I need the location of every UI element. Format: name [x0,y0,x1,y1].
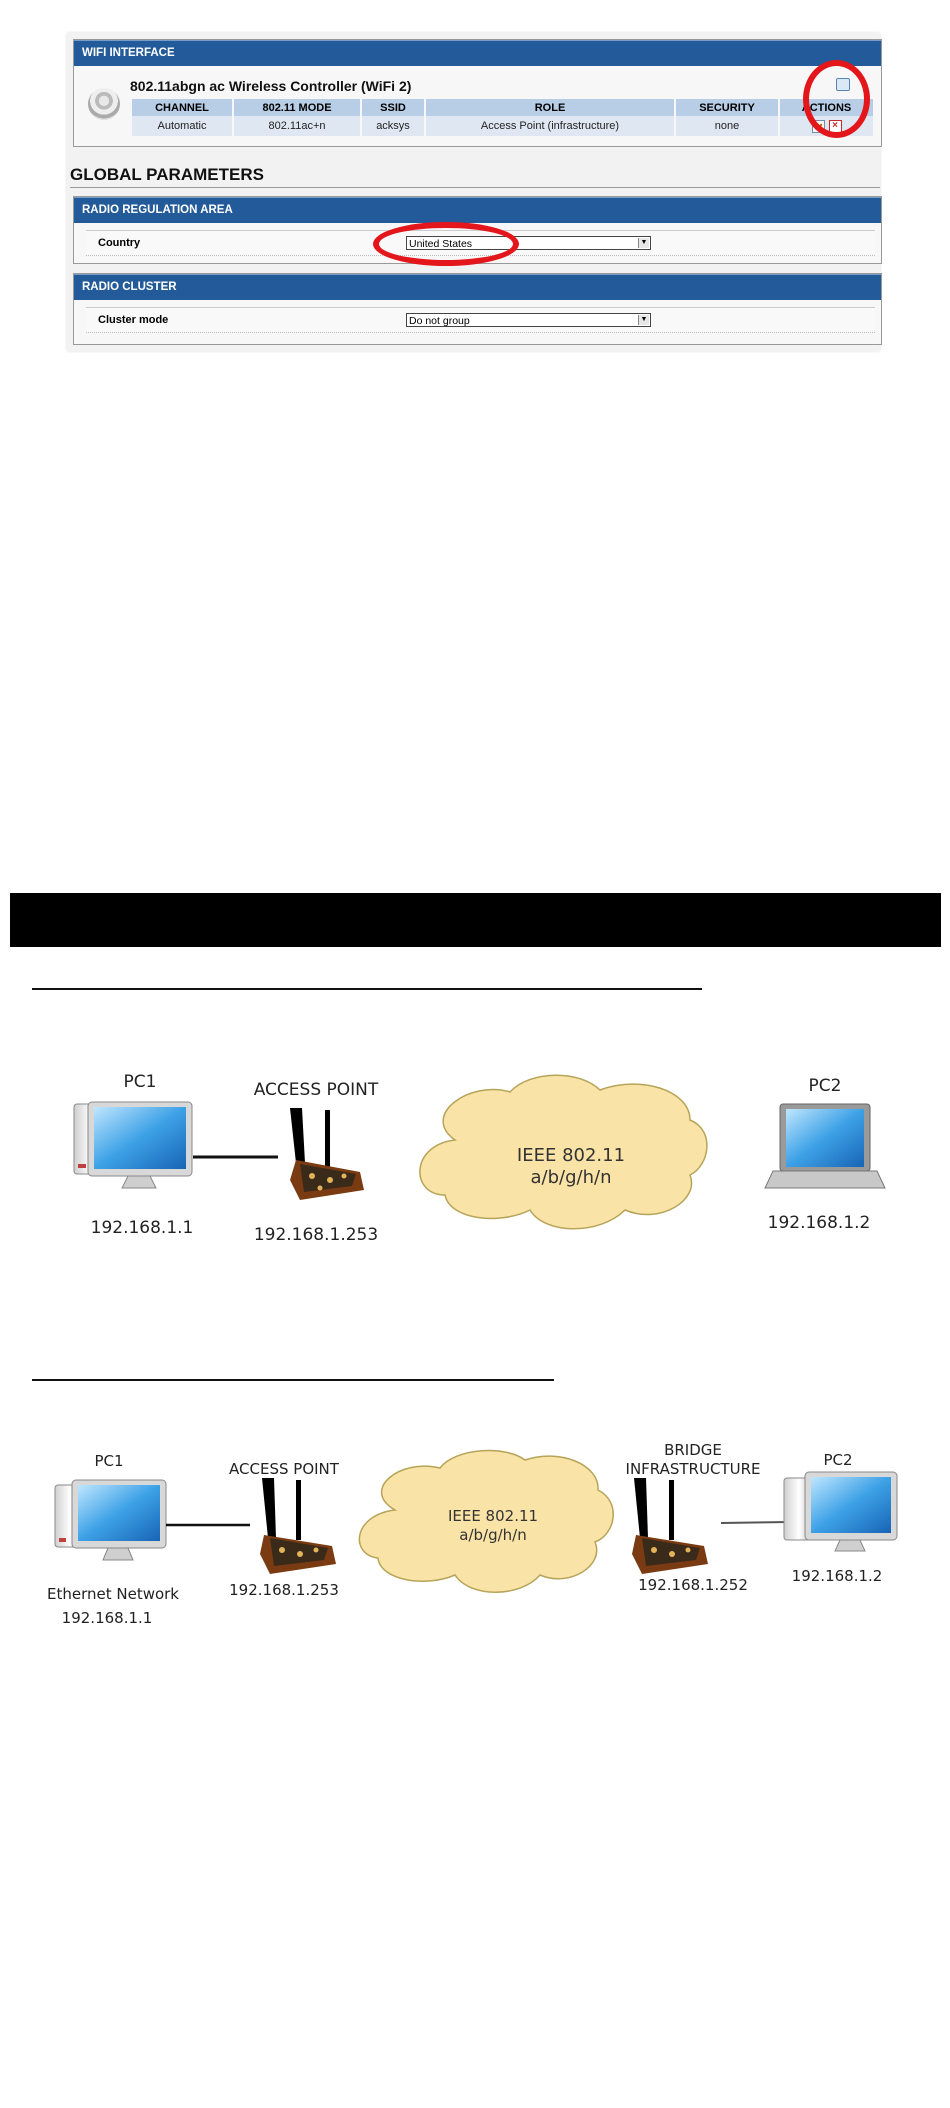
pc1-label: PC1 [94,1452,123,1470]
pc2-ip: 192.168.1.2 [768,1213,871,1233]
cloud-line1: IEEE 802.11 [517,1145,625,1166]
cloud-line2: a/b/g/h/n [531,1167,612,1188]
actions-highlight-ring [803,60,870,138]
cell-ssid: acksys [362,116,424,136]
cell-security: none [676,116,778,136]
col-role: ROLE [426,99,674,116]
cloud-icon [419,1074,708,1230]
ap-label: ACCESS POINT [254,1080,379,1100]
desktop-pc-icon [54,1479,167,1561]
access-point-board-icon [260,1478,336,1574]
cloud-icon [358,1449,614,1593]
section-divider [32,988,702,990]
wifi-interface-panel: WIFI INTERFACE 802.11abgn ac Wireless Co… [73,39,882,147]
chevron-down-icon: ▼ [638,315,649,325]
ap-label: ACCESS POINT [229,1460,340,1478]
radio-cluster-panel: RADIO CLUSTER Cluster mode Do not group … [73,273,882,345]
desktop-pc-icon [73,1101,193,1189]
cell-role: Access Point (infrastructure) [426,116,674,136]
pc2-label: PC2 [823,1451,852,1469]
section-banner [10,893,941,947]
radio-cluster-header: RADIO CLUSTER [74,274,881,300]
cloud-line2: a/b/g/h/n [459,1526,526,1544]
config-screenshot: WIFI INTERFACE 802.11abgn ac Wireless Co… [67,33,882,351]
cluster-row: Cluster mode Do not group ▼ [86,307,875,333]
access-point-board-icon [290,1108,364,1200]
laptop-icon [764,1103,886,1189]
controller-title: 802.11abgn ac Wireless Controller (WiFi … [130,78,412,94]
col-security: SECURITY [676,99,778,116]
ethernet-link [720,1521,791,1524]
chevron-down-icon: ▼ [638,238,649,248]
table-row: Automatic 802.11ac+n acksys Access Point… [132,116,873,136]
pc1-ip: 192.168.1.1 [91,1218,194,1238]
network-diagram-access-point: PC1 192.168.1.1 ACCESS POINT 192.168.1.2… [73,1072,886,1245]
wireless-controller-icon [88,88,120,120]
table-header-row: CHANNEL 802.11 MODE SSID ROLE SECURITY A… [132,99,873,116]
section-divider [32,1379,554,1381]
pc1-label: PC1 [124,1072,157,1092]
pc1-ip: 192.168.1.1 [62,1609,153,1627]
pc1-network: Ethernet Network [47,1585,179,1603]
cluster-select[interactable]: Do not group ▼ [406,313,651,327]
col-channel: CHANNEL [132,99,232,116]
bridge-ip: 192.168.1.252 [638,1576,748,1594]
access-point-board-icon [632,1478,708,1574]
col-ssid: SSID [362,99,424,116]
network-diagram-bridge: PC1 Ethernet Network 192.168.1.1 ACCESS … [47,1441,898,1627]
cluster-select-value: Do not group [409,315,470,327]
pc2-ip: 192.168.1.2 [792,1567,883,1585]
country-label: Country [98,237,141,249]
wifi-interface-header: WIFI INTERFACE [74,40,881,66]
cell-mode: 802.11ac+n [234,116,360,136]
country-highlight-ring [373,222,519,266]
cell-channel: Automatic [132,116,232,136]
wifi-table: CHANNEL 802.11 MODE SSID ROLE SECURITY A… [130,99,875,136]
radio-regulation-header: RADIO REGULATION AREA [74,197,881,223]
ap-ip: 192.168.1.253 [229,1581,339,1599]
bridge-label-line1: BRIDGE [664,1441,722,1459]
pc2-label: PC2 [809,1076,842,1096]
cluster-label: Cluster mode [98,314,169,326]
bridge-label-line2: INFRASTRUCTURE [626,1460,761,1478]
cloud-line1: IEEE 802.11 [448,1507,538,1525]
col-mode: 802.11 MODE [234,99,360,116]
global-parameters-title: GLOBAL PARAMETERS [70,165,880,188]
desktop-pc-icon [783,1471,898,1552]
ap-ip: 192.168.1.253 [254,1225,378,1245]
